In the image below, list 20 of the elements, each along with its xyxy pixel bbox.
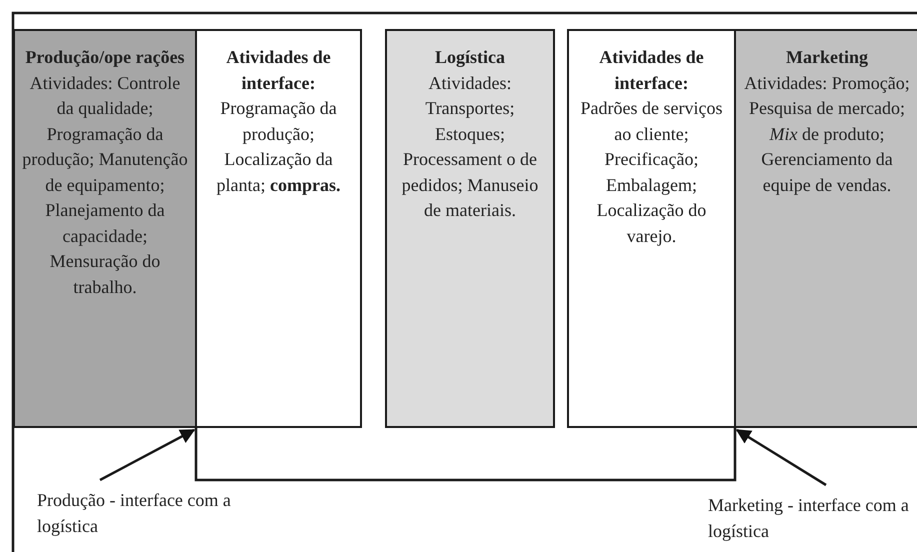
activity-list: Atividades: Controle da qualidade; Programação da produção; Manutenção de equipamento; Planejamento da capacidade; Mensuração do trabalho. — [21, 70, 189, 300]
arrow — [736, 428, 827, 486]
callout-label: Marketing - interface com a logística — [708, 494, 910, 543]
activity-list: Programação da produção; Localização da planta; compras. — [203, 96, 354, 198]
activity-column — [195, 29, 362, 428]
column-heading: Logística — [434, 46, 506, 69]
activity-list: Padrões de serviços ao cliente; Precificação; Embalagem; Localização do varejo. — [575, 96, 728, 249]
column-heading: Produção/ope rações — [24, 46, 186, 69]
activity-list: Atividades: Transportes; Estoques; Processament o de pedidos; Manuseio de materiais. — [393, 70, 547, 224]
column-heading: Marketing — [785, 46, 869, 69]
activity-column — [734, 29, 917, 428]
activity-list: Atividades: Promoção; Pesquisa de mercado; Mix de produto; Gerenciamento da equipe de vendas. — [742, 70, 912, 198]
arrow — [99, 428, 196, 482]
activity-column — [385, 29, 555, 428]
column-heading: Atividades de interface: — [598, 46, 705, 94]
activity-column — [13, 29, 197, 428]
callout-label: Produção - interface com a logística — [37, 489, 232, 538]
column-heading: Atividades de interface: — [225, 46, 332, 94]
bracket-connector — [194, 428, 736, 482]
activity-column — [567, 29, 736, 428]
